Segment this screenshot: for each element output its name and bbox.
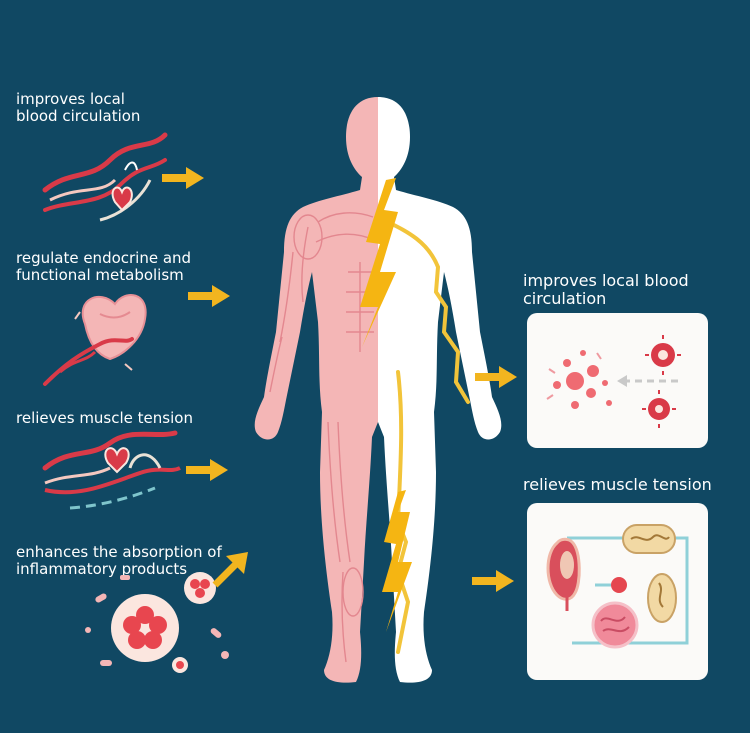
arrow-up-right bbox=[212, 552, 248, 588]
organ-illustration bbox=[43, 294, 147, 386]
card-muscle-tension bbox=[527, 503, 708, 680]
label-relieves-tension-right: relieves muscle tension bbox=[523, 475, 712, 494]
arrow-right-4 bbox=[475, 366, 517, 388]
label-regulate-endocrine: regulate endocrine and functional metabo… bbox=[16, 249, 192, 284]
arrow-right-3 bbox=[186, 459, 228, 481]
inflammatory-cells-illustration bbox=[85, 572, 229, 673]
label-enhances-absorption: enhances the absorption of inflammatory … bbox=[16, 543, 222, 578]
label-improves-circulation-left: improves local blood circulation bbox=[16, 90, 141, 125]
arrow-right-2 bbox=[188, 285, 230, 307]
human-body-figure bbox=[254, 97, 502, 683]
organs-illustration bbox=[546, 524, 689, 649]
arrow-right-1 bbox=[162, 167, 204, 189]
card-circulation bbox=[527, 313, 708, 448]
blood-vessel-illustration-1 bbox=[42, 132, 168, 222]
blood-vessel-illustration-2 bbox=[42, 430, 181, 510]
particles-illustration bbox=[546, 335, 682, 428]
label-improves-circulation-right: improves local blood circulation bbox=[523, 271, 689, 308]
arrow-right-5 bbox=[472, 570, 514, 592]
label-relieves-tension-left: relieves muscle tension bbox=[16, 409, 193, 427]
